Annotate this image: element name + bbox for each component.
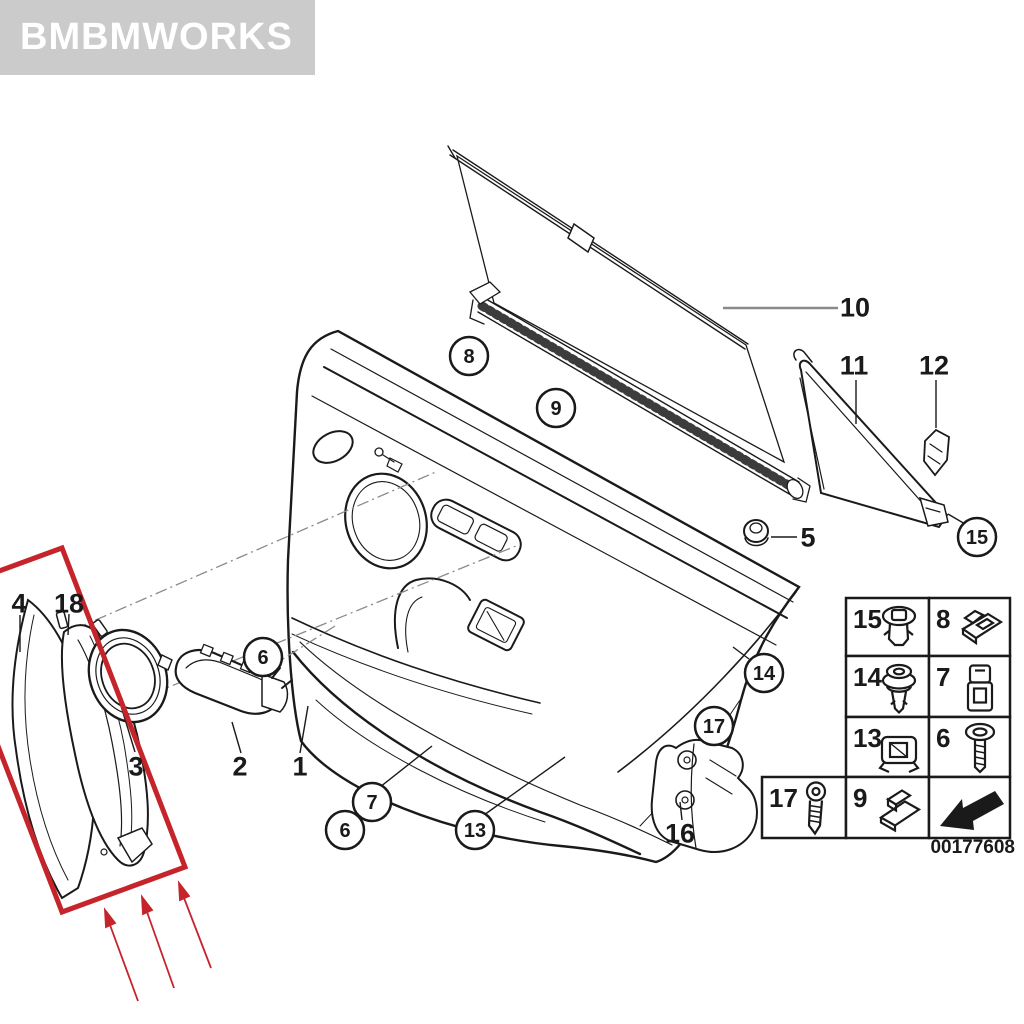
callout-circle-7: 7	[351, 781, 393, 823]
part-label-10: 10	[840, 293, 870, 323]
part-label-12: 12	[919, 351, 949, 381]
callout-circle-8: 8	[448, 335, 490, 377]
part-label-3: 3	[128, 752, 143, 782]
watermark-text: BMBMWORKS	[20, 16, 293, 58]
fastener-grid-table: 15 8 14 7 13 6 17 9	[760, 596, 1012, 840]
svg-text:8: 8	[936, 604, 950, 634]
grid-cell-9: 9	[844, 775, 931, 840]
callout-circle-9: 9	[535, 387, 577, 429]
svg-text:15: 15	[853, 604, 882, 634]
highlight-box	[0, 544, 212, 1002]
svg-text:14: 14	[753, 663, 776, 685]
svg-text:6: 6	[936, 723, 950, 753]
grid-cell-17: 17	[760, 775, 848, 840]
callout-circle-14: 14	[743, 652, 785, 694]
svg-text:13: 13	[853, 723, 882, 753]
grid-cell-13: 13	[844, 715, 931, 779]
svg-text:6: 6	[339, 820, 350, 842]
catalog-image-number: 00177608	[930, 837, 1015, 858]
grid-cell-15: 15	[844, 596, 931, 658]
part-label-11: 11	[840, 351, 869, 381]
watermark-banner: BMBMWORKS	[0, 0, 315, 75]
svg-text:17: 17	[769, 783, 798, 813]
connector-clip-icon	[966, 664, 994, 712]
door-panel-art	[286, 329, 801, 864]
svg-text:15: 15	[966, 527, 988, 549]
sunblind-art	[447, 145, 811, 503]
part-label-2: 2	[232, 752, 247, 782]
svg-text:9: 9	[853, 783, 867, 813]
part-label-18: 18	[54, 589, 84, 619]
callout-circle-6: 6	[324, 809, 366, 851]
svg-text:7: 7	[936, 662, 950, 692]
svg-text:7: 7	[366, 792, 377, 814]
part-label-16: 16	[665, 819, 695, 849]
part-label-4: 4	[11, 589, 26, 619]
svg-text:8: 8	[463, 346, 474, 368]
corner-trim-art	[743, 348, 950, 547]
callout-circle-15: 15	[956, 516, 998, 558]
svg-text:14: 14	[853, 662, 882, 692]
svg-text:17: 17	[703, 716, 725, 738]
callout-circle-17: 17	[693, 705, 735, 747]
svg-text:6: 6	[257, 647, 268, 669]
grid-cell-14: 14	[844, 654, 931, 719]
speaker-bracket-art	[650, 738, 758, 853]
grid-cell-8: 8	[927, 596, 1012, 658]
grid-cell-arrow	[927, 775, 1012, 840]
part-label-1: 1	[292, 752, 307, 782]
handle-trim-parts-art	[11, 598, 293, 900]
callout-circle-13: 13	[454, 809, 496, 851]
grid-cell-7: 7	[927, 654, 1012, 719]
grid-cell-6: 6	[927, 715, 1012, 779]
callout-circle-6: 6	[242, 636, 284, 678]
label-leader-lines	[19, 306, 966, 821]
highlight-arrows	[103, 880, 212, 1002]
svg-text:13: 13	[464, 820, 486, 842]
svg-text:9: 9	[550, 398, 561, 420]
part-label-5: 5	[800, 523, 815, 553]
